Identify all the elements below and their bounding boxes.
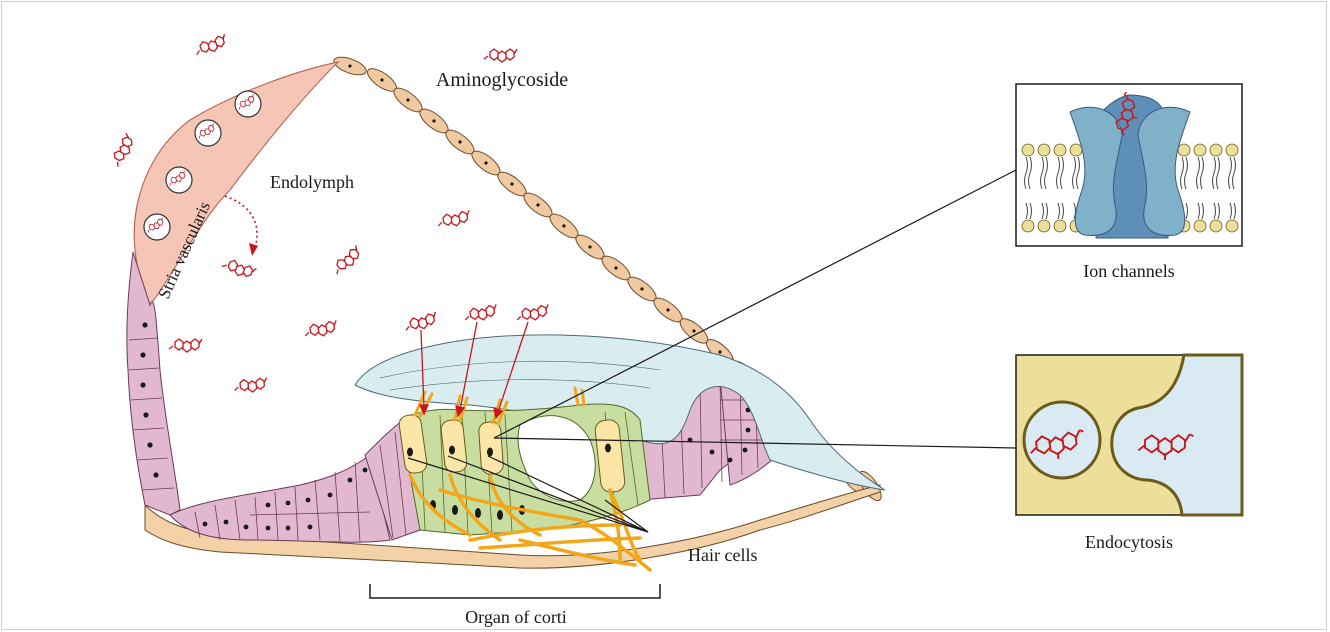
hair-cells-label: Hair cells	[688, 545, 757, 565]
organ-of-corti-label: Organ of corti	[465, 607, 567, 627]
aminoglycoside-label: Aminoglycoside	[436, 69, 568, 91]
ion-channels-label: Ion channels	[1083, 261, 1174, 281]
endocytosis-label: Endocytosis	[1085, 532, 1173, 552]
ion-channels-inset: Ion channels	[1016, 84, 1242, 281]
organ-of-corti-bracket	[370, 584, 660, 598]
endolymph-label: Endolymph	[270, 172, 354, 192]
ion-channel-protein	[1070, 95, 1190, 238]
endocytosis-inset: Endocytosis	[1016, 355, 1242, 552]
